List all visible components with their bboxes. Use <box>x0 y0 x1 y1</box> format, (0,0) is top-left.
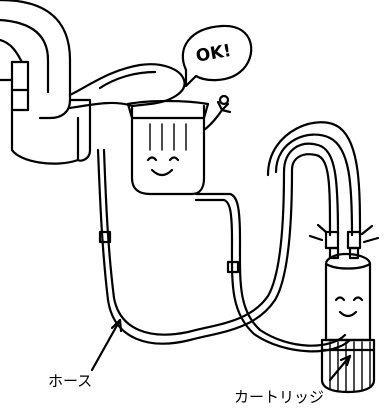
leader-lines <box>92 320 350 380</box>
cartridge-character <box>322 254 374 392</box>
faucet-spout <box>0 0 90 164</box>
speech-bubble-text: OK! <box>194 41 232 67</box>
hose-left-pair <box>98 150 350 351</box>
faucet-head-character <box>128 96 230 194</box>
cartridge-label: カートリッジ <box>234 388 324 406</box>
hose-label: ホース <box>48 372 92 390</box>
